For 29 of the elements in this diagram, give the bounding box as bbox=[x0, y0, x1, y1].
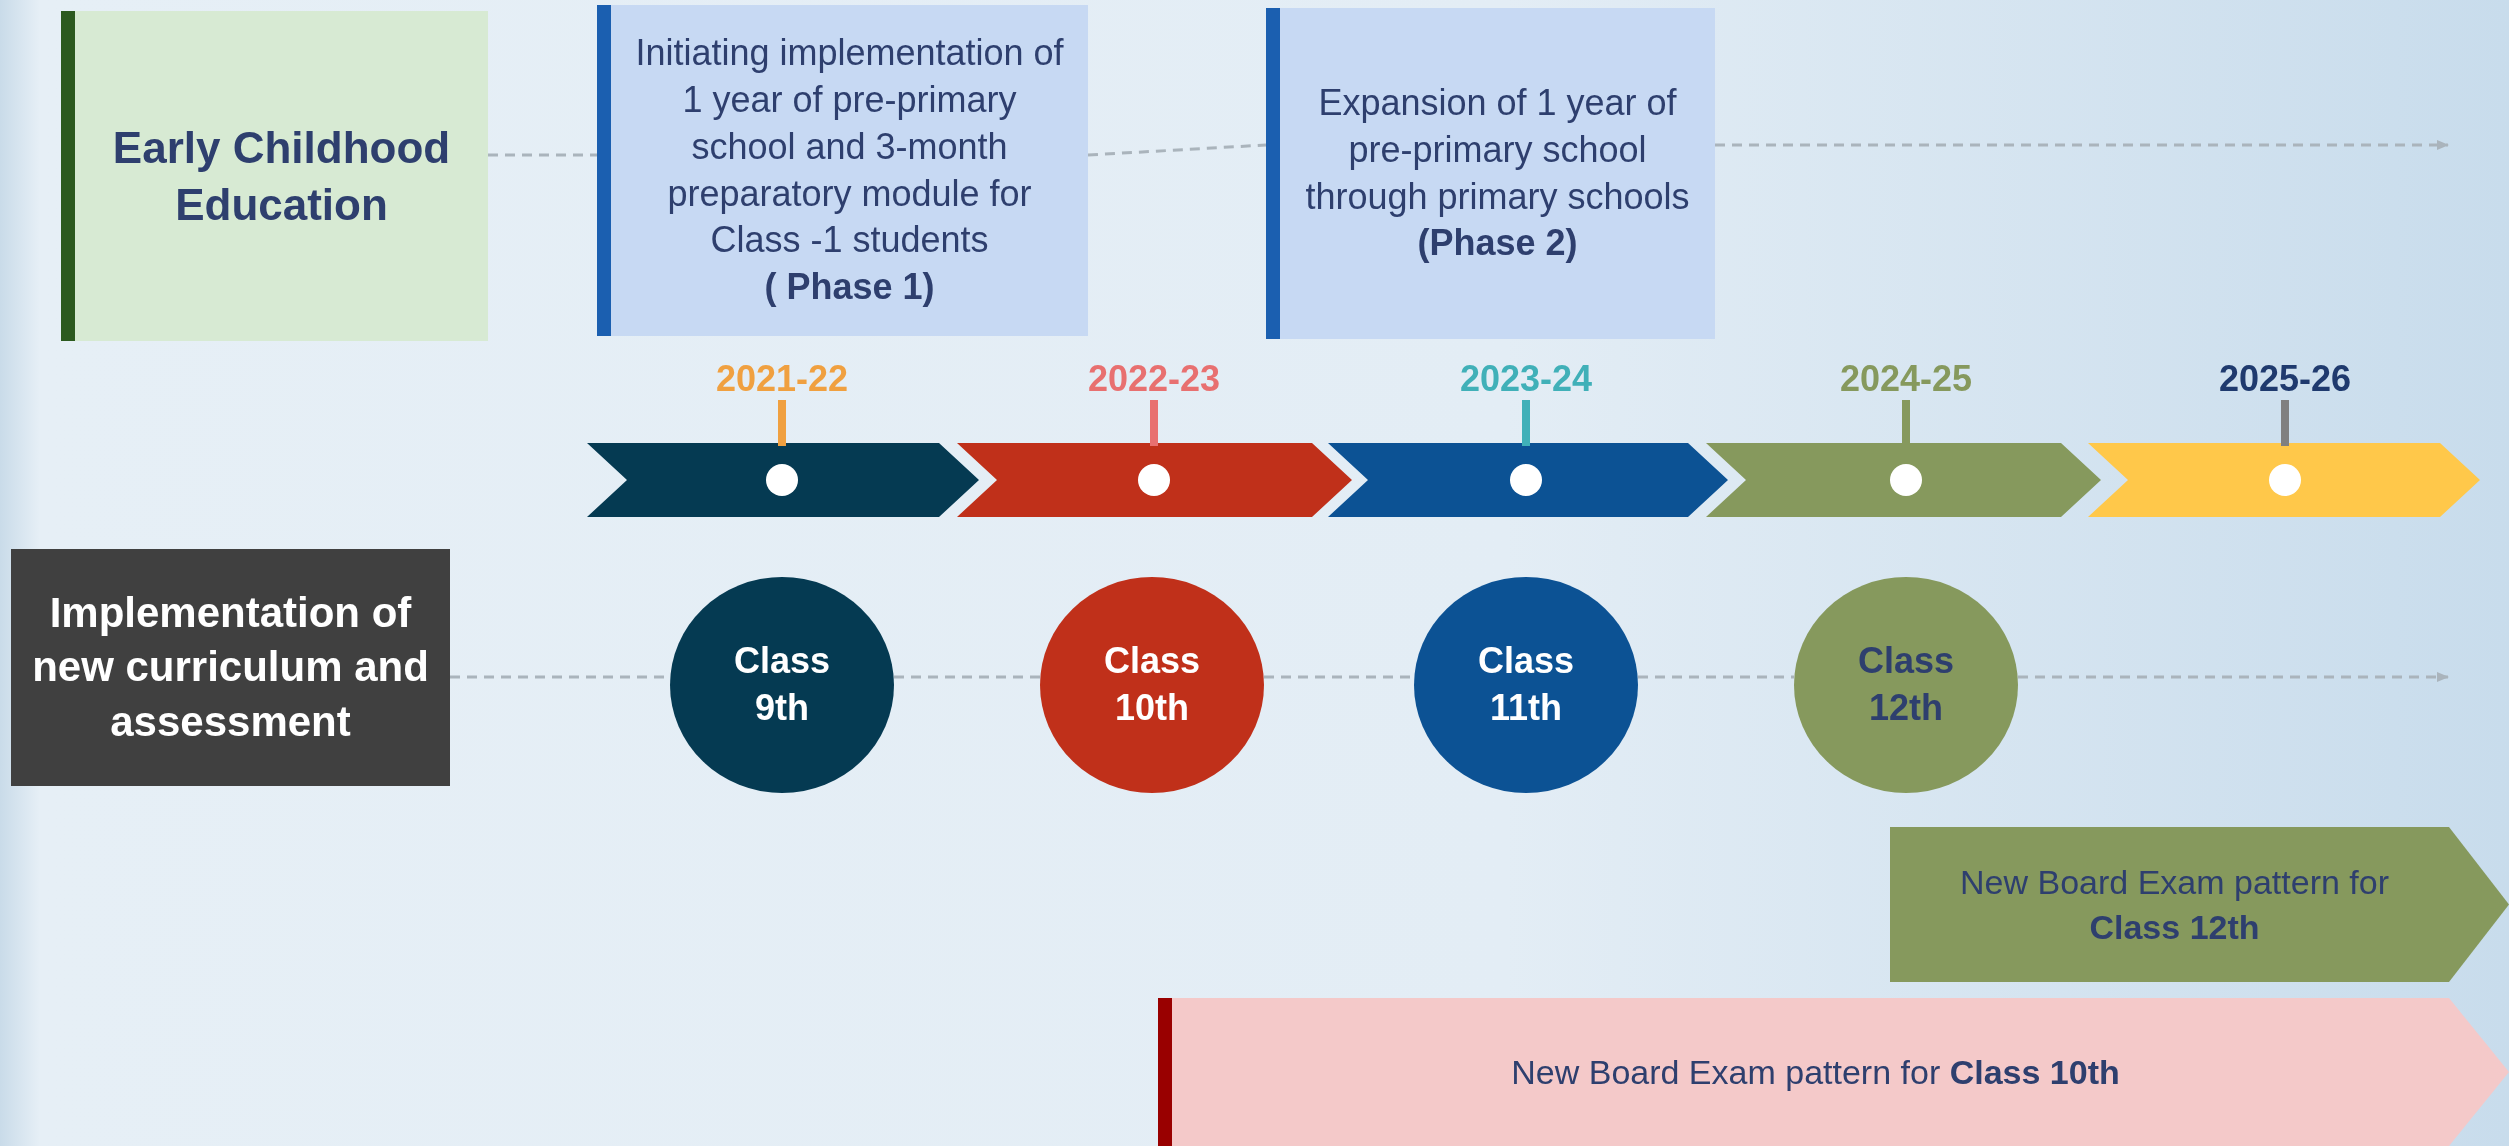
box-text: Implementation of new curriculum and assessment bbox=[31, 587, 430, 747]
box-text: New Board Exam pattern for Class 12th bbox=[1959, 862, 2390, 948]
dashed-connector bbox=[488, 153, 597, 157]
dashed-connector bbox=[894, 675, 1040, 679]
year-label: 2022-23 bbox=[1086, 358, 1222, 400]
exam-arrow-banner bbox=[1890, 827, 2509, 982]
box-text: Class 10th bbox=[1102, 639, 1202, 730]
year-label: 2024-25 bbox=[1838, 358, 1974, 400]
dashed-connector bbox=[1638, 675, 1794, 679]
year-label: 2021-22 bbox=[714, 358, 850, 400]
exam-arrow-banner bbox=[1158, 998, 2509, 1146]
year-label: 2025-26 bbox=[2217, 358, 2353, 400]
box-text: Class 11th bbox=[1476, 639, 1576, 730]
phase-box bbox=[61, 11, 488, 341]
box-text: New Board Exam pattern for Class 10th bbox=[1511, 1051, 2120, 1093]
category-box bbox=[11, 549, 450, 786]
box-text: Class 12th bbox=[1856, 639, 1956, 730]
box-text: Expansion of 1 year of pre-primary school through primary schools bbox=[1304, 80, 1691, 219]
dashed-arrow bbox=[1715, 140, 2449, 150]
box-text: Early Childhood Education bbox=[111, 121, 452, 231]
phase-label: ( Phase 1) bbox=[764, 265, 935, 310]
dashed-arrow bbox=[2018, 672, 2449, 682]
year-label: 2023-24 bbox=[1458, 358, 1594, 400]
phase-label: (Phase 2) bbox=[1417, 221, 1578, 266]
box-text: Initiating implementation of 1 year of pre-primary school and 3-month preparatory module for Class -1 students bbox=[634, 31, 1065, 263]
box-text: Class 9th bbox=[732, 639, 832, 730]
phase-box bbox=[597, 5, 1088, 336]
phase-box bbox=[1266, 8, 1715, 339]
dashed-connector bbox=[1087, 143, 1267, 157]
